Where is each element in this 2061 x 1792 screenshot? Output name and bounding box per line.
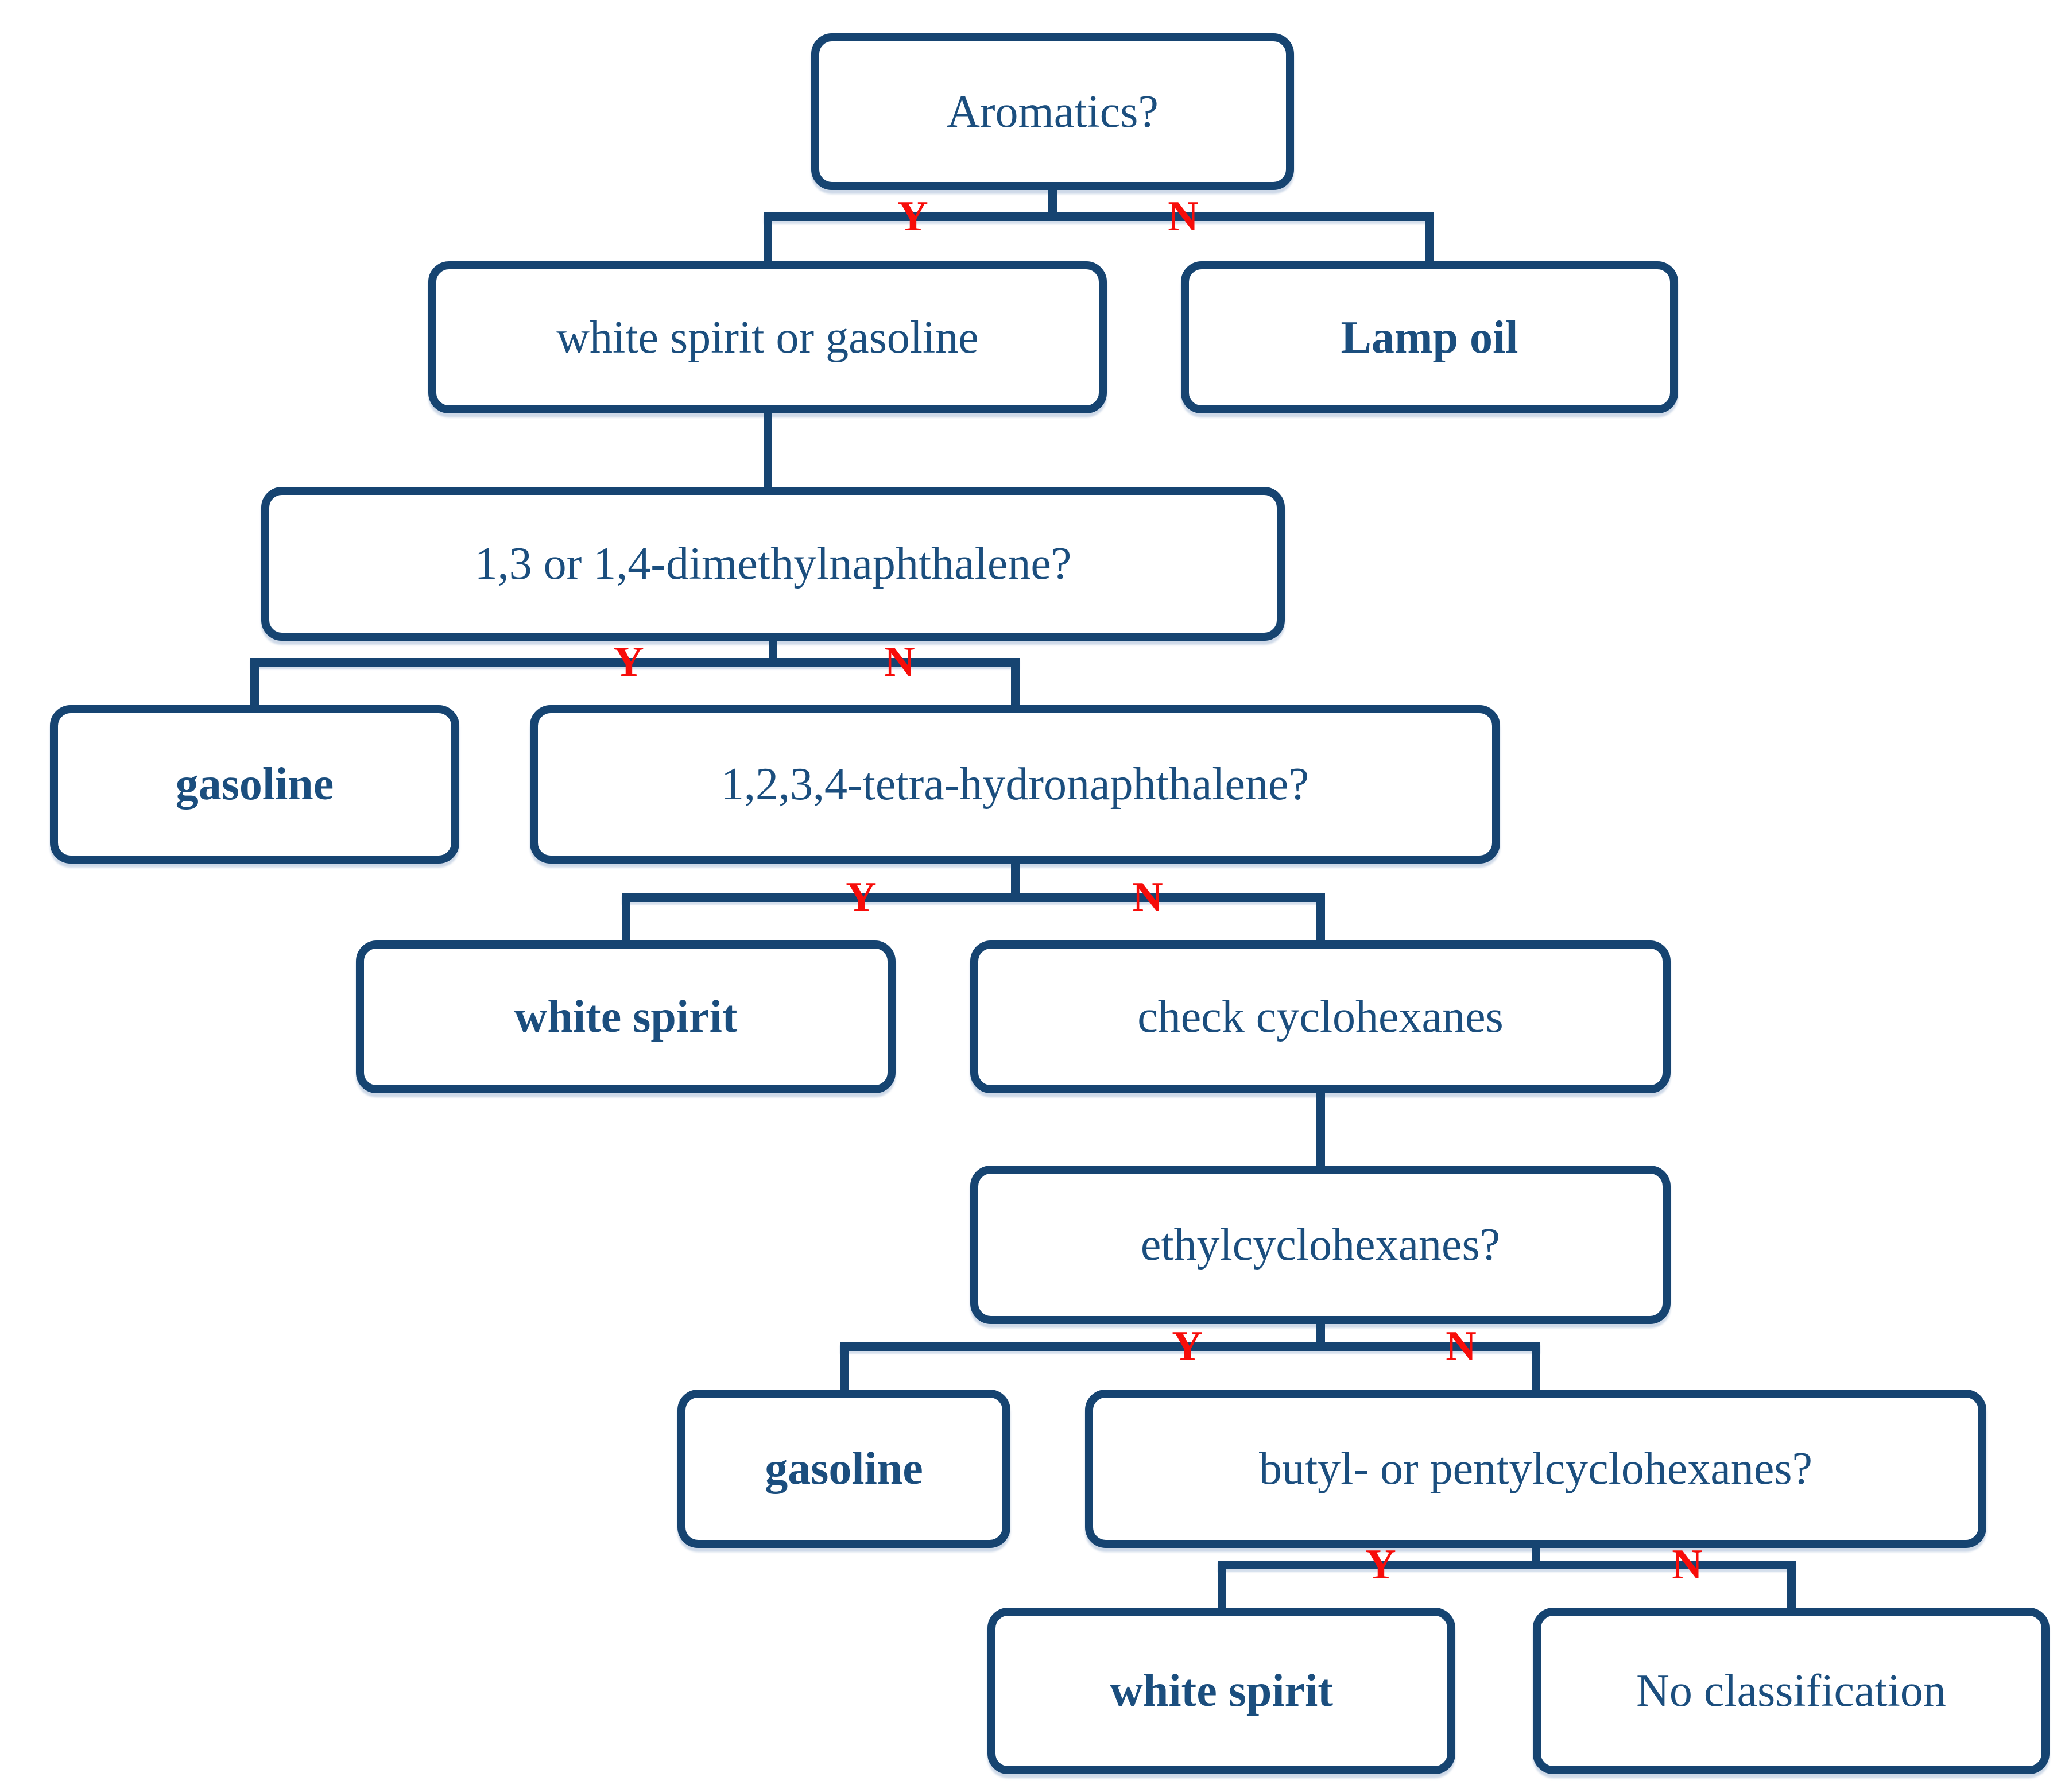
node-tetrahydronaphthalene: 1,2,3,4-tetra-hydronaphthalene? xyxy=(530,705,1500,864)
node-white-spirit-or-gasoline: white spirit or gasoline xyxy=(428,261,1107,413)
branch-label-yes-7: Y xyxy=(1365,1541,1396,1588)
connector-3-drop-yes xyxy=(250,658,259,711)
connector-6-bar xyxy=(840,1342,1540,1351)
node-white-spirit-1-label: white spirit xyxy=(514,992,738,1042)
branch-label-yes-1: Y xyxy=(897,193,928,240)
node-gasoline-1-label: gasoline xyxy=(175,759,334,810)
connector-1-drop-no xyxy=(1425,212,1434,267)
connector-3-bar xyxy=(250,658,1020,667)
connector-5-stem xyxy=(1316,1091,1325,1171)
connector-7-bar xyxy=(1218,1561,1796,1569)
node-check-cyclohexanes: check cyclohexanes xyxy=(970,940,1671,1093)
branch-label-no-6: N xyxy=(1446,1323,1477,1370)
connector-4-drop-no xyxy=(1316,893,1325,946)
branch-label-yes-6: Y xyxy=(1172,1323,1203,1370)
connector-4-stem xyxy=(1011,861,1020,902)
node-check-cyclohexanes-label: check cyclohexanes xyxy=(1137,992,1504,1042)
connector-7-drop-yes xyxy=(1218,1561,1226,1613)
node-butyl-pentylcyclohexanes-label: butyl- or pentylcyclohexanes? xyxy=(1258,1443,1813,1494)
node-ethylcyclohexanes: ethylcyclohexanes? xyxy=(970,1166,1671,1324)
node-butyl-pentylcyclohexanes: butyl- or pentylcyclohexanes? xyxy=(1085,1390,1986,1548)
branch-label-yes-3: Y xyxy=(613,638,644,686)
connector-2-stem xyxy=(764,411,772,493)
node-lamp-oil: Lamp oil xyxy=(1181,261,1678,413)
node-white-spirit-2-label: white spirit xyxy=(1110,1666,1333,1716)
node-lamp-oil-label: Lamp oil xyxy=(1341,312,1518,363)
node-ethylcyclohexanes-label: ethylcyclohexanes? xyxy=(1140,1220,1501,1270)
node-white-spirit-or-gasoline-label: white spirit or gasoline xyxy=(556,312,979,363)
node-no-classification-label: No classification xyxy=(1636,1666,1946,1716)
connector-6-drop-yes xyxy=(840,1342,849,1395)
node-gasoline-1: gasoline xyxy=(50,705,459,864)
connector-4-drop-yes xyxy=(622,893,630,946)
connector-1-drop-yes xyxy=(764,212,772,267)
branch-label-no-4: N xyxy=(1132,874,1163,921)
node-aromatics: Aromatics? xyxy=(811,33,1294,190)
connector-3-drop-no xyxy=(1011,658,1020,711)
node-gasoline-2-label: gasoline xyxy=(765,1443,923,1494)
node-dimethylnaphthalene-label: 1,3 or 1,4-dimethylnaphthalene? xyxy=(474,539,1072,589)
branch-label-yes-4: Y xyxy=(846,874,877,921)
node-white-spirit-2: white spirit xyxy=(987,1608,1455,1774)
connector-7-drop-no xyxy=(1787,1561,1796,1613)
connector-4-bar xyxy=(622,893,1324,902)
node-no-classification: No classification xyxy=(1533,1608,2050,1774)
branch-label-no-1: N xyxy=(1168,193,1199,240)
node-tetrahydronaphthalene-label: 1,2,3,4-tetra-hydronaphthalene? xyxy=(720,759,1310,810)
node-dimethylnaphthalene: 1,3 or 1,4-dimethylnaphthalene? xyxy=(261,487,1285,641)
connector-1-bar xyxy=(764,212,1434,221)
node-gasoline-2: gasoline xyxy=(677,1390,1010,1548)
branch-label-no-7: N xyxy=(1672,1541,1703,1588)
node-aromatics-label: Aromatics? xyxy=(947,86,1159,137)
connector-6-drop-no xyxy=(1532,1342,1540,1395)
node-white-spirit-1: white spirit xyxy=(356,940,896,1093)
branch-label-no-3: N xyxy=(884,638,915,686)
